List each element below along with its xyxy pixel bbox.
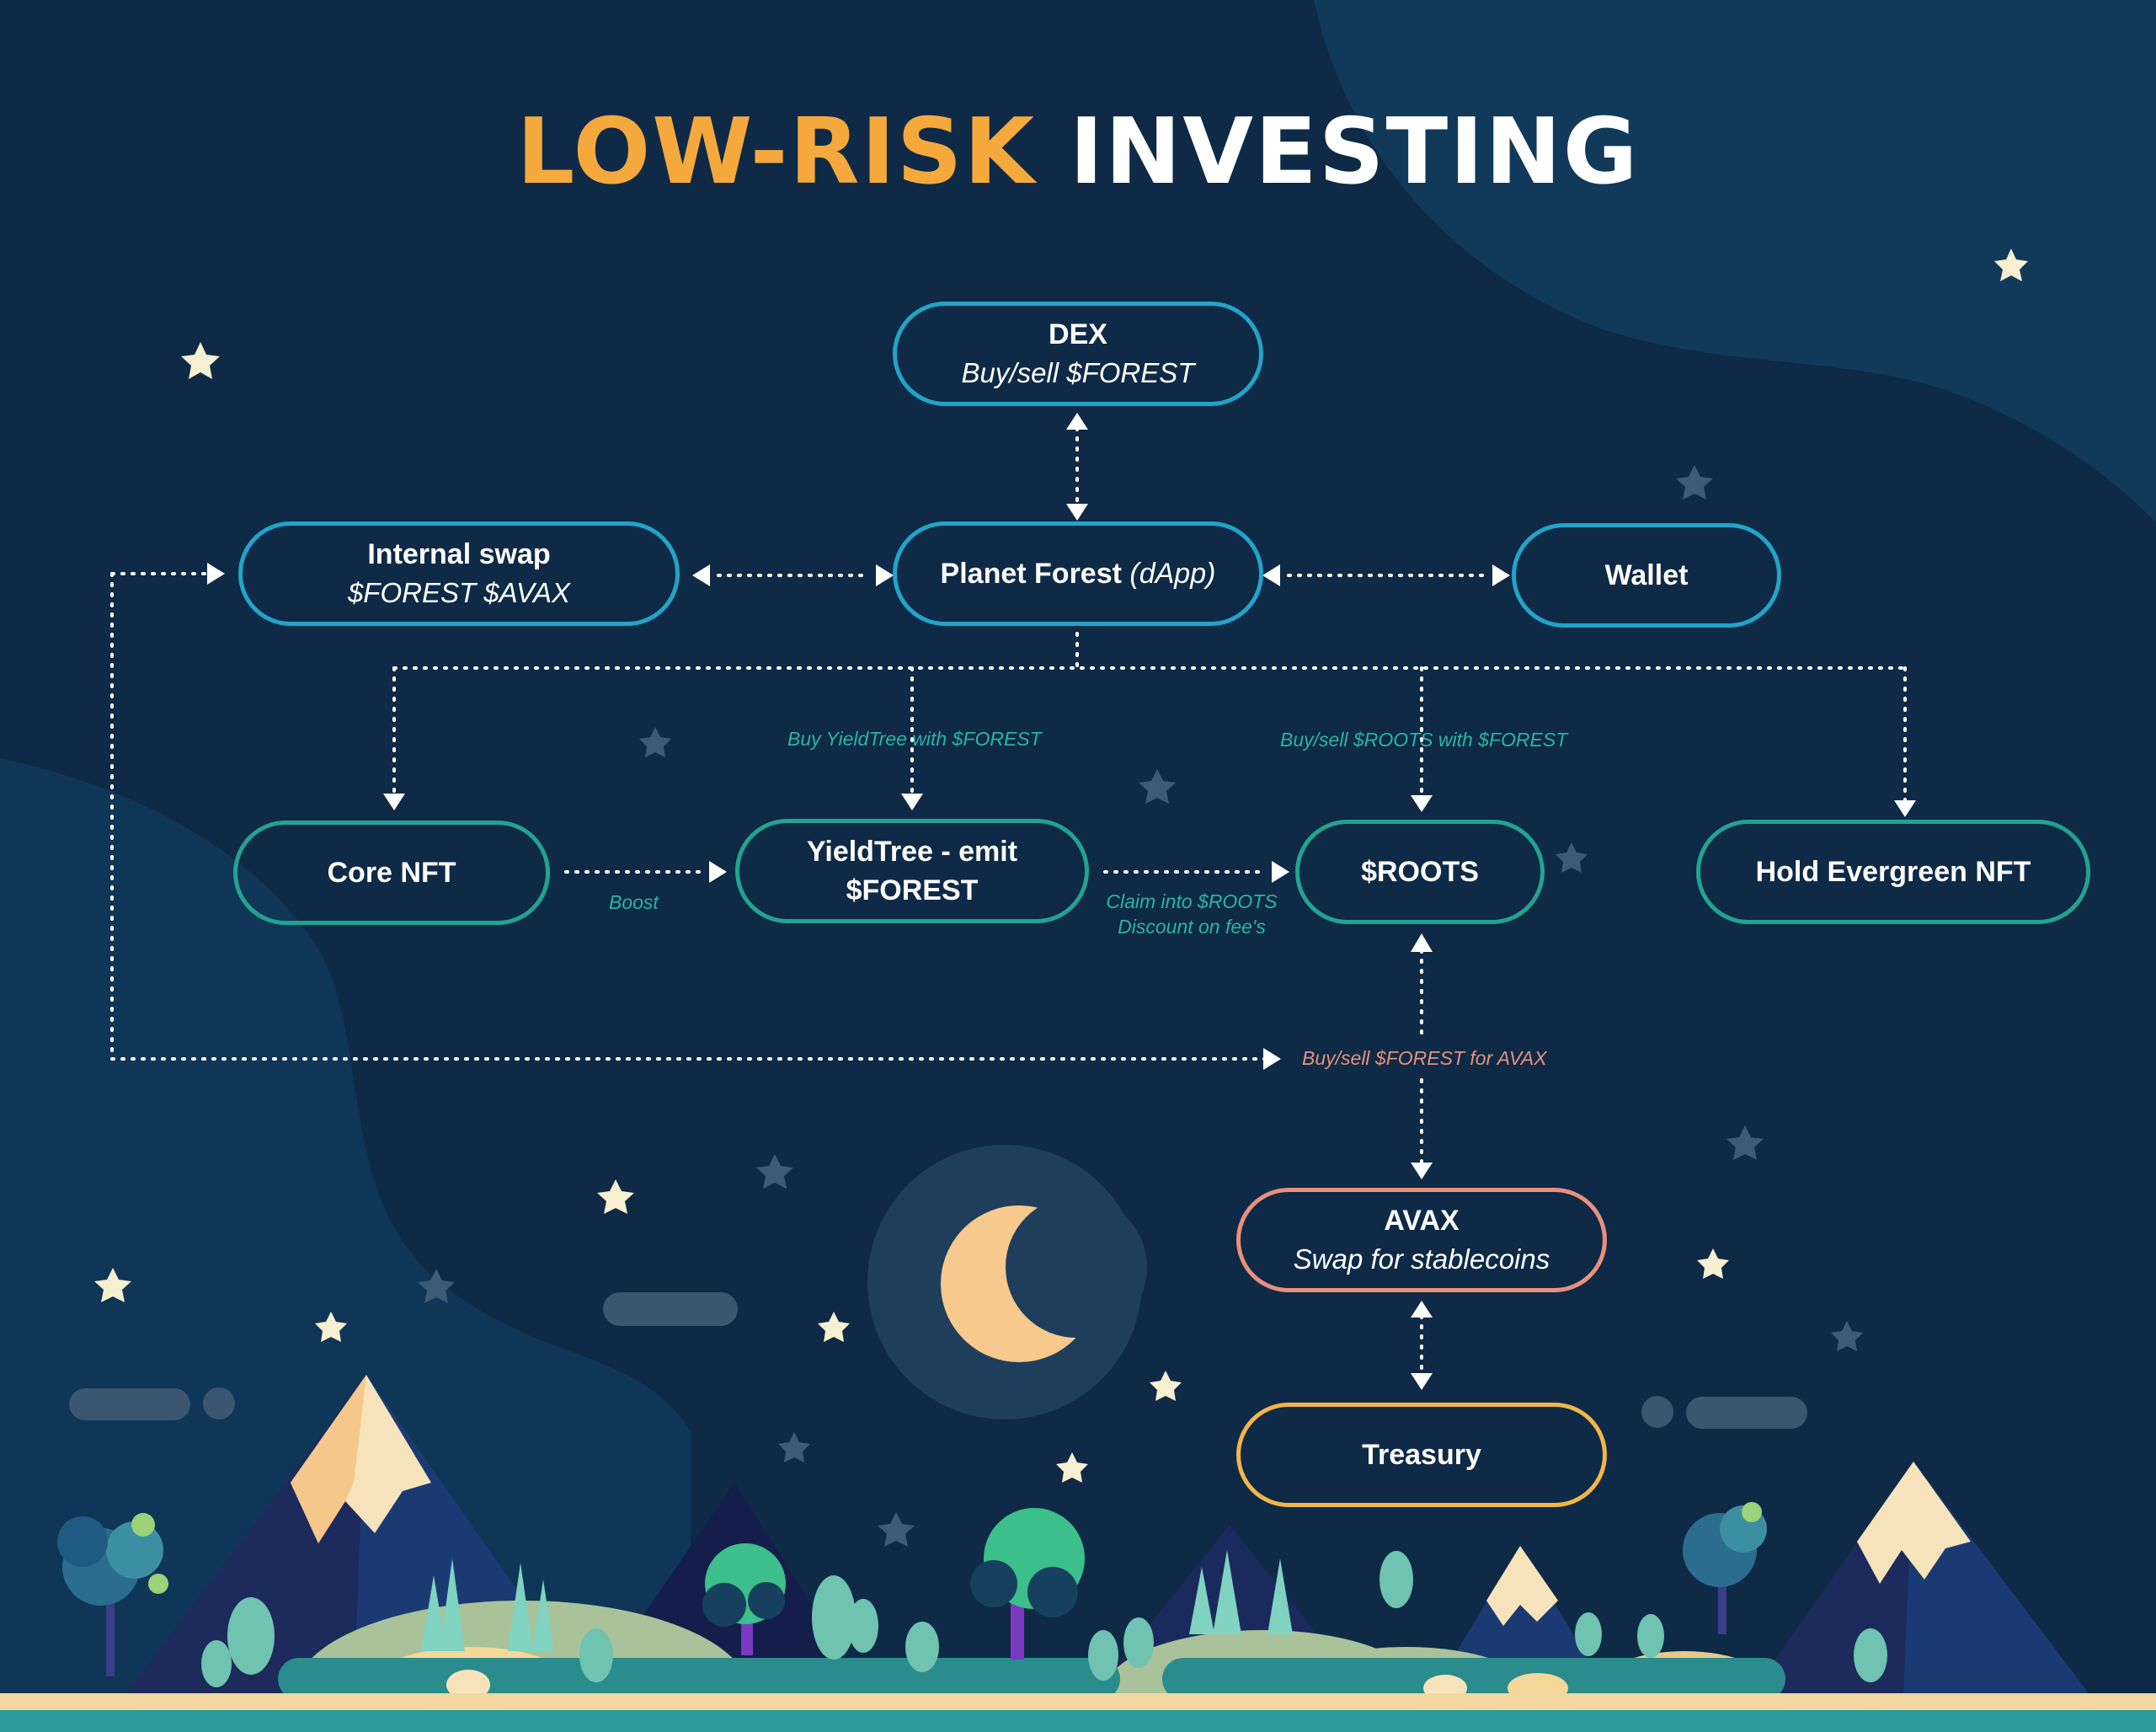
node-wallet-title: Wallet (1604, 559, 1689, 591)
node-treasury: Treasury (1236, 1403, 1607, 1507)
arrow-down-core-nft (383, 794, 405, 810)
arrow-right-wallet (1492, 564, 1510, 586)
arrow-left-internal-swap (692, 564, 710, 586)
node-roots: $ROOTS (1295, 820, 1545, 924)
arrow-right-planet (876, 564, 894, 586)
arrow-up-roots (1411, 933, 1433, 952)
edge-label-boost: Boost (609, 891, 659, 913)
hills (278, 1601, 1785, 1732)
claim-line-2: Discount on fee's (1118, 916, 1266, 938)
node-hold-evergreen-nft: Hold Evergreen NFT (1696, 820, 2090, 924)
arrow-down-roots (1411, 795, 1433, 812)
node-dex-title: DEX (1049, 318, 1107, 350)
title-accent: LOW-RISK (516, 99, 1037, 205)
page-title: LOW-RISK INVESTING (0, 99, 2156, 205)
edge-label-buy-sell-roots: Buy/sell $ROOTS with $FOREST (1280, 729, 1568, 751)
trees (57, 1502, 1887, 1687)
arrow-down-yieldtree (901, 794, 923, 810)
node-wallet: Wallet (1512, 523, 1781, 628)
node-avax: AVAX Swap for stablecoins (1236, 1188, 1607, 1292)
arrow-down-evergreen (1894, 800, 1916, 817)
node-planet-forest-title: Planet Forest (dApp) (941, 554, 1216, 593)
edge-label-buy-sell-forest-avax: Buy/sell $FOREST for AVAX (1302, 1047, 1547, 1069)
title-rest: INVESTING (1069, 99, 1640, 205)
node-dex: DEX Buy/sell $FOREST (893, 302, 1263, 406)
node-yieldtree: YieldTree - emit $FOREST (735, 819, 1089, 923)
node-avax-subtitle: Swap for stablecoins (1293, 1243, 1550, 1275)
node-yieldtree-subtitle: $FOREST (846, 874, 979, 906)
node-avax-title: AVAX (1384, 1205, 1460, 1237)
node-treasury-title: Treasury (1362, 1439, 1481, 1471)
arrow-right-buy-sell (1263, 1048, 1281, 1070)
edge-label-buy-yieldtree: Buy YieldTree with $FOREST (787, 728, 1042, 750)
node-roots-title: $ROOTS (1361, 856, 1479, 888)
arrow-down-treasury (1411, 1373, 1433, 1390)
node-core-nft-title: Core NFT (327, 857, 456, 889)
leafy-trees (57, 1502, 1767, 1676)
ground-strip (0, 1693, 2156, 1710)
node-planet-forest: Planet Forest (dApp) (893, 521, 1263, 626)
claim-line-1: Claim into $ROOTS (1106, 890, 1278, 912)
edge-label-claim-into-roots: Claim into $ROOTS Discount on fee's (1091, 889, 1293, 939)
planet-forest-name: Planet Forest (940, 558, 1122, 590)
arrow-right-roots (1272, 861, 1289, 883)
dim-stars (418, 465, 1863, 1547)
node-internal-swap-title: Internal swap (367, 538, 551, 570)
arrow-up-dex (1066, 413, 1088, 430)
flow-arrowheads (207, 413, 1916, 1390)
arrow-down-planet (1066, 504, 1088, 521)
arrow-down-avax (1411, 1163, 1433, 1179)
background-blob-top-right (1314, 0, 2156, 522)
node-core-nft: Core NFT (233, 821, 550, 925)
flow-connectors (110, 426, 1907, 1377)
clouds (69, 1292, 1807, 1429)
node-internal-swap: Internal swap $FOREST $AVAX (238, 521, 680, 626)
arrow-up-avax (1411, 1301, 1433, 1318)
arrow-right-yieldtree (709, 861, 727, 883)
node-yieldtree-title: YieldTree - emit (806, 836, 1018, 868)
node-internal-swap-subtitle: $FOREST $AVAX (347, 577, 571, 608)
node-dex-subtitle: Buy/sell $FOREST (961, 357, 1195, 388)
background-blob-left (0, 758, 691, 1732)
node-hold-evergreen-title: Hold Evergreen NFT (1755, 856, 2031, 888)
arrow-right-internal-swap (207, 563, 225, 585)
planet-forest-dapp: (dApp) (1129, 558, 1216, 590)
bright-stars (94, 249, 2028, 1483)
arrow-left-planet (1262, 564, 1280, 586)
